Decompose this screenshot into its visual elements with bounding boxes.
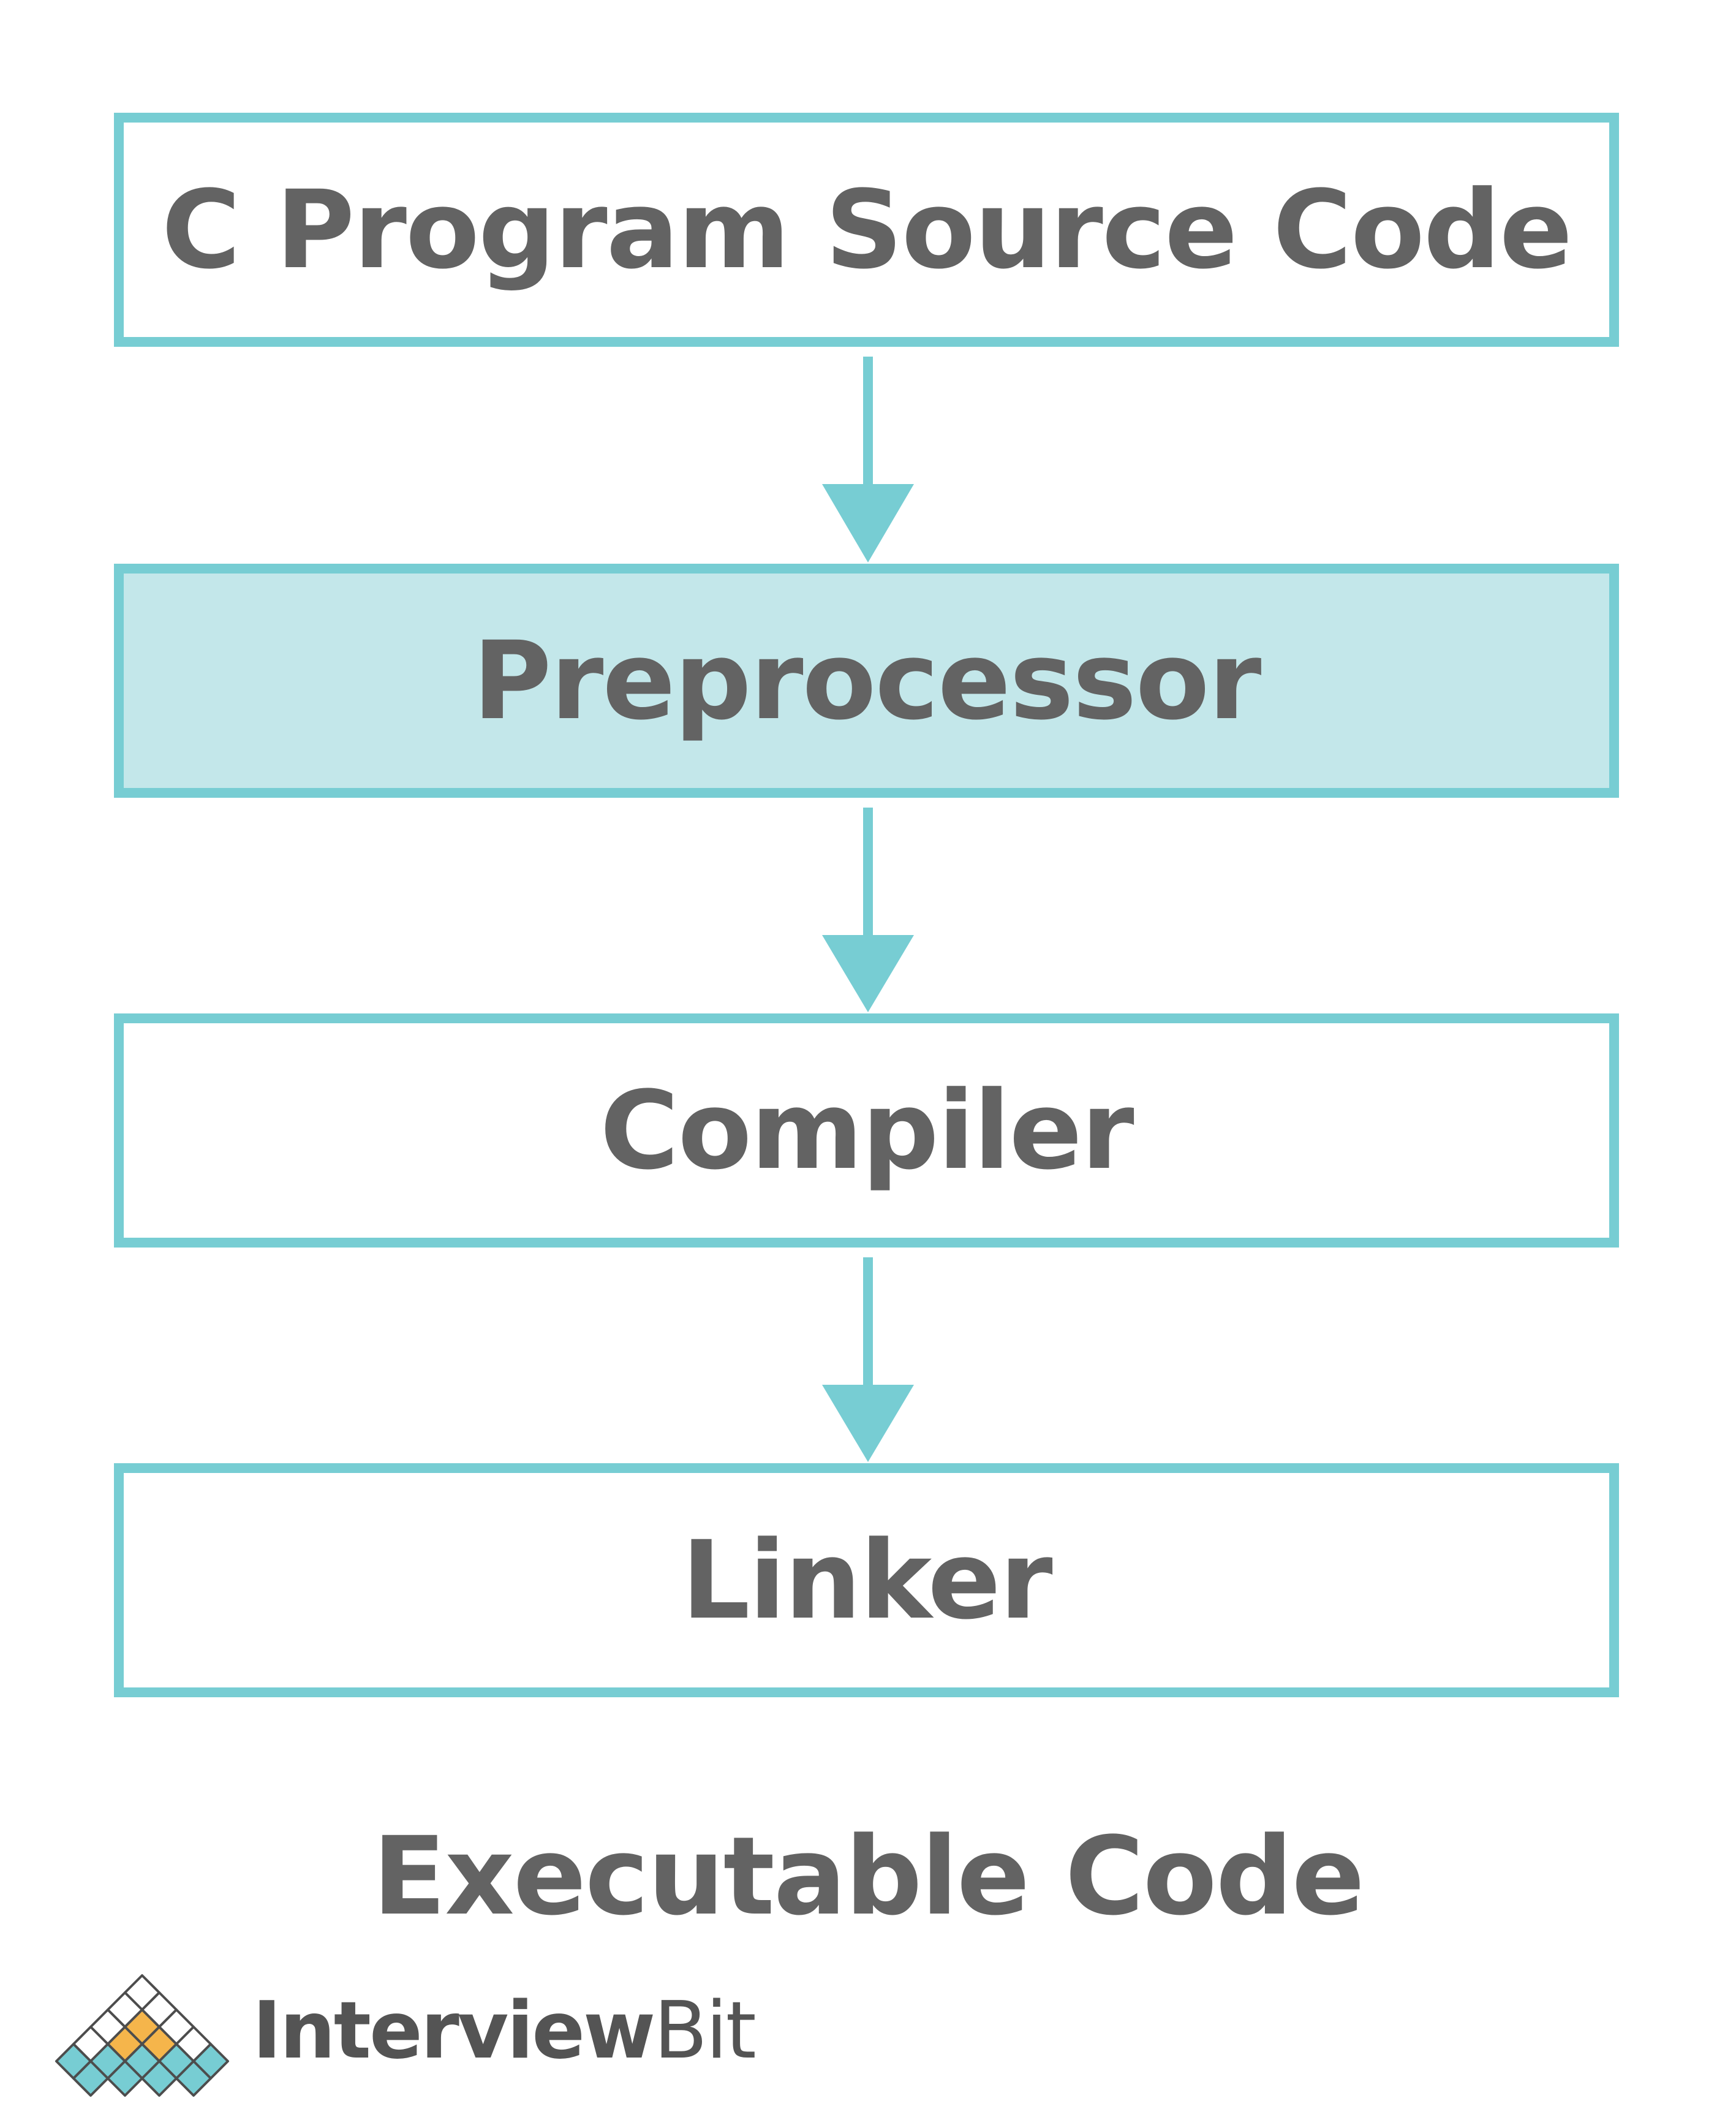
step-box-linker: Linker — [114, 1463, 1619, 1697]
arrow-down-icon — [822, 357, 914, 562]
logo-text-bit: Bit — [654, 1985, 757, 2077]
logo-text-interview: Interview — [252, 1985, 655, 2077]
output-label: Executable Code — [372, 1814, 1365, 1939]
step-box-preprocessor: Preprocessor — [114, 564, 1619, 798]
step-label-source-code: C Program Source Code — [161, 167, 1573, 293]
step-box-source-code: C Program Source Code — [114, 113, 1619, 347]
step-box-compiler: Compiler — [114, 1013, 1619, 1248]
interviewbit-logo: InterviewBit — [44, 1967, 757, 2108]
arrow-down-icon — [822, 808, 914, 1012]
arrow-down-icon — [822, 1257, 914, 1462]
interviewbit-logo-icon — [55, 1974, 229, 2097]
step-label-preprocessor: Preprocessor — [472, 618, 1262, 744]
step-label-compiler: Compiler — [600, 1067, 1134, 1194]
step-label-linker: Linker — [681, 1517, 1052, 1643]
logo-wordmark: InterviewBit — [252, 1985, 757, 2077]
